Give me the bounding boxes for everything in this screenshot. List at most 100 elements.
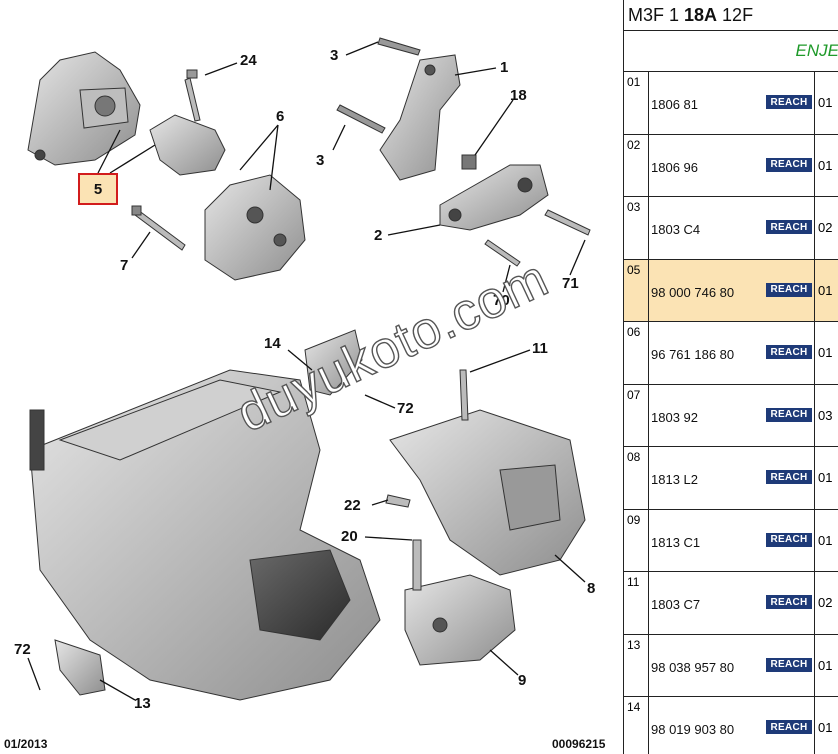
callout-11: 11: [532, 340, 548, 357]
callout-72-left: 72: [14, 641, 31, 658]
bracket-part-14: [304, 329, 363, 396]
table-row[interactable]: 09 1813 C1 REACH 01: [624, 509, 838, 572]
table-row[interactable]: 03 1803 C4 REACH 02: [624, 197, 838, 260]
table-subheader: ENJE: [624, 31, 838, 72]
clip-part-18: [461, 154, 477, 170]
gearbox-support-part-8: [389, 409, 586, 576]
bolt-part-11: [459, 369, 469, 421]
row-quantity: 01: [814, 634, 838, 696]
row-quantity: 02: [814, 572, 838, 634]
row-index: 06: [624, 322, 649, 384]
row-quantity: 01: [814, 447, 838, 509]
part-number[interactable]: 1813 C1: [651, 534, 701, 550]
reach-badge: REACH: [766, 720, 812, 734]
callout-72-right: 72: [397, 400, 414, 417]
table-row[interactable]: 01 1806 81 REACH 01: [624, 72, 838, 135]
table-row[interactable]: 13 98 038 957 80 REACH 01: [624, 634, 838, 697]
diagram-date: 01/2013: [4, 737, 48, 751]
part-number[interactable]: 1803 C4: [651, 222, 701, 237]
header-bold: 18A: [684, 4, 718, 25]
callout-2: 2: [374, 227, 383, 244]
part-number[interactable]: 98 000 746 80: [651, 284, 735, 300]
part-number[interactable]: 98 038 957 80: [651, 659, 735, 675]
callout-22: 22: [344, 497, 361, 514]
bracket-part-13: [54, 639, 106, 696]
row-quantity: 01: [814, 322, 838, 384]
reach-badge: REACH: [766, 282, 812, 297]
callout-3-bottom: 3: [316, 152, 325, 169]
lower-mount-part-9: [404, 574, 516, 666]
table-row[interactable]: 02 1806 96 REACH 01: [624, 134, 838, 197]
row-quantity: 02: [814, 197, 838, 259]
callout-1: 1: [500, 59, 509, 76]
engine-gearbox-assembly: [29, 369, 381, 701]
bolt-part-22: [385, 494, 411, 508]
row-index: 13: [624, 634, 649, 696]
row-index: 02: [624, 134, 649, 196]
row-quantity: 01: [814, 134, 838, 196]
row-index: 11: [624, 572, 649, 634]
callout-9: 9: [518, 672, 527, 689]
table-row[interactable]: 08 1813 L2 REACH 01: [624, 447, 838, 510]
reach-badge: REACH: [766, 407, 812, 422]
part-number[interactable]: 1813 L2: [651, 472, 698, 487]
row-quantity: 01: [814, 72, 838, 134]
row-index: 07: [624, 384, 649, 446]
callout-6: 6: [276, 108, 285, 125]
parts-table: M3F 1 18A 12F ENJE 01 1806 81 REACH 01 0…: [623, 0, 838, 754]
part-number[interactable]: 96 761 186 80: [651, 347, 735, 362]
subheader-label: ENJE: [795, 41, 838, 60]
callout-8: 8: [587, 580, 596, 597]
diagram-drawing: [27, 37, 591, 701]
bolt-part-71: [544, 209, 591, 236]
row-index: 08: [624, 447, 649, 509]
part-number[interactable]: 1806 81: [651, 97, 698, 112]
table-row[interactable]: 11 1803 C7 REACH 02: [624, 572, 838, 635]
leader-lines: [27, 41, 586, 701]
callout-3-top: 3: [330, 47, 339, 64]
bolt-part-20: [412, 539, 422, 591]
callout-13: 13: [134, 695, 151, 712]
bolt-part-70: [484, 239, 521, 267]
row-index: 14: [624, 697, 649, 754]
row-quantity: 03: [814, 384, 838, 446]
reach-badge: REACH: [766, 345, 812, 359]
table-row[interactable]: 06 96 761 186 80 REACH 01: [624, 322, 838, 385]
callout-14: 14: [264, 335, 281, 352]
callout-18: 18: [510, 87, 527, 104]
table-row[interactable]: 14 98 019 903 80 REACH 01: [624, 697, 838, 754]
part-number[interactable]: 1803 C7: [651, 597, 701, 612]
diagram-reference: 00096215: [552, 737, 606, 751]
table-row-selected[interactable]: 05 98 000 746 80 REACH 01: [624, 259, 838, 322]
row-index: 01: [624, 72, 649, 134]
bolt-part-24: [184, 69, 201, 122]
mount-arm-part-2: [439, 164, 549, 231]
part-number[interactable]: 98 019 903 80: [651, 722, 735, 737]
reach-badge: REACH: [766, 157, 812, 172]
reach-badge: REACH: [766, 220, 812, 234]
callout-70: 70: [493, 292, 510, 309]
bracket-part-1: [379, 54, 461, 181]
callout-7: 7: [120, 257, 129, 274]
part-number[interactable]: 1803 92: [651, 409, 698, 425]
engine-mount-part-5: [27, 51, 141, 166]
row-quantity: 01: [814, 697, 838, 754]
row-quantity: 01: [814, 259, 838, 321]
table-row[interactable]: 07 1803 92 REACH 03: [624, 384, 838, 447]
callout-20: 20: [341, 528, 358, 545]
housing-part-6: [204, 174, 306, 281]
parts-diagram: 24 5 6 7 3 1 18 3 2 70 71 14 11 72 22 20…: [4, 37, 606, 751]
row-quantity: 01: [814, 509, 838, 571]
header-prefix: M3F 1: [628, 4, 680, 25]
callout-5-highlighted: 5: [78, 173, 118, 205]
bolts-part-3: [336, 37, 421, 134]
reach-badge: REACH: [766, 95, 812, 109]
callout-24: 24: [240, 52, 257, 69]
bolt-part-7: [131, 205, 186, 251]
bracket-near-part-5: [149, 114, 226, 176]
row-index: 09: [624, 509, 649, 571]
reach-badge: REACH: [766, 532, 812, 547]
reach-badge: REACH: [766, 657, 812, 672]
table-header: M3F 1 18A 12F: [624, 0, 838, 31]
part-number[interactable]: 1806 96: [651, 159, 698, 175]
